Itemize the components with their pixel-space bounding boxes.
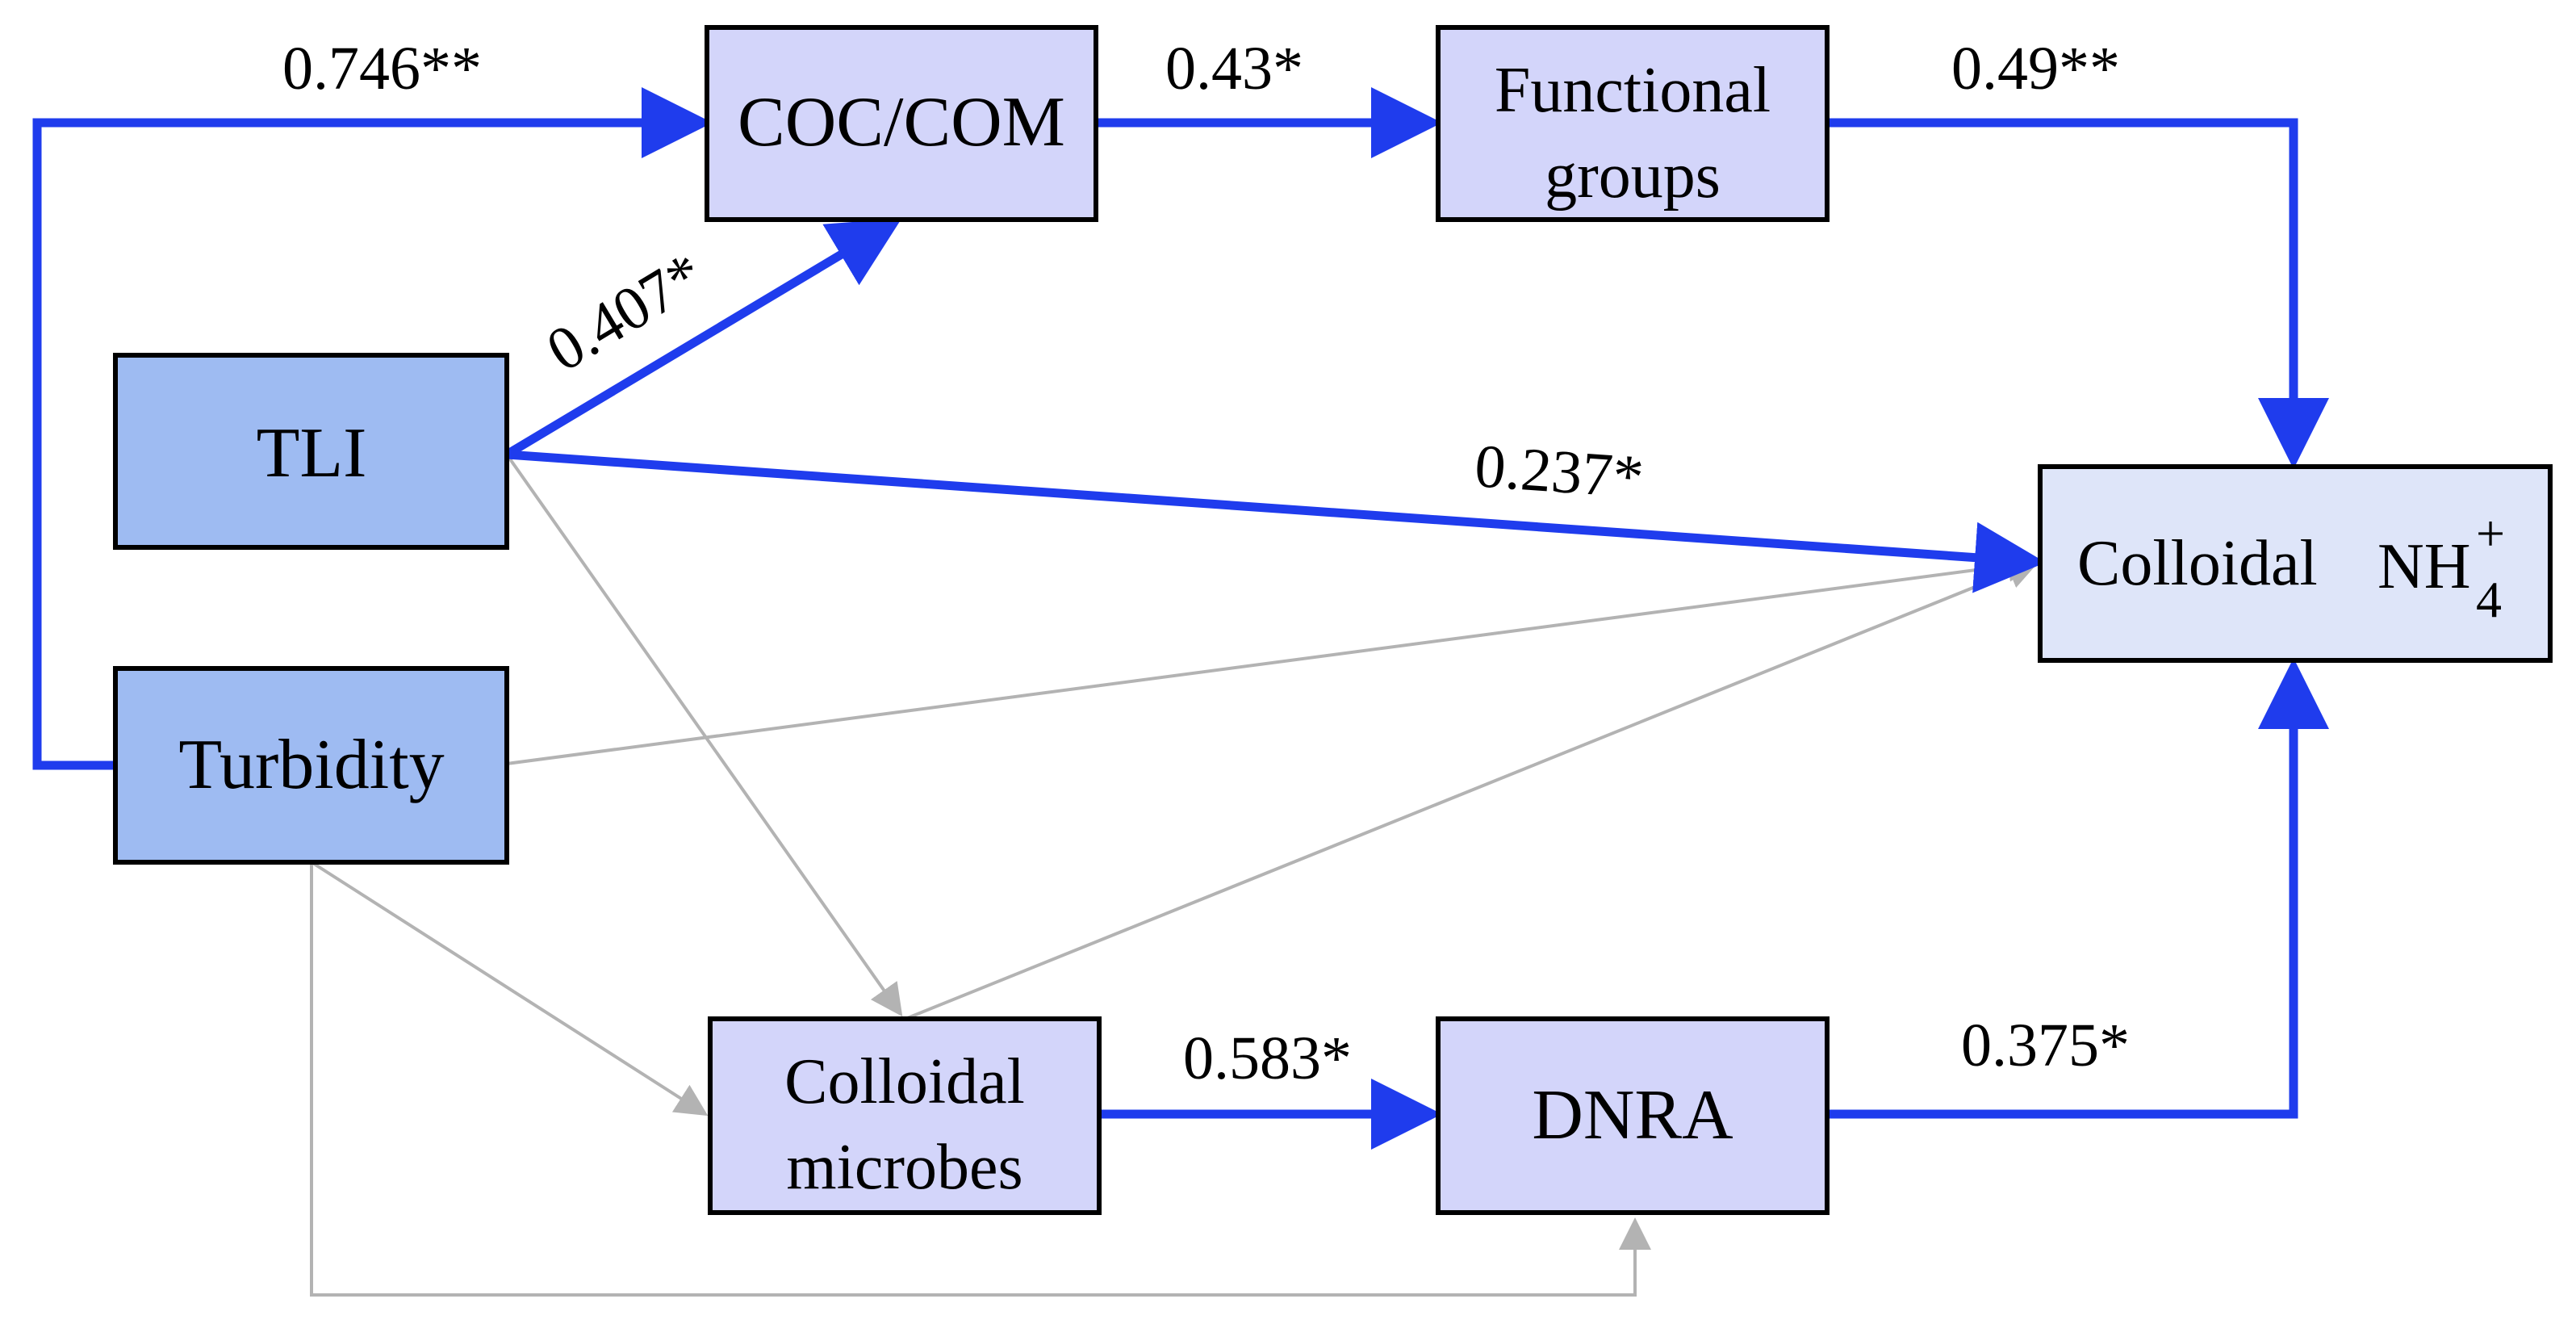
node-colloidal-nh4-word: Colloidal	[2077, 528, 2318, 599]
path-turbidity-to-microbes	[310, 861, 709, 1117]
nh4-chem-superscript: +	[2476, 505, 2505, 562]
node-functional-groups	[1436, 25, 1830, 222]
path-coefficients: 0.746** 0.43* 0.49** 0.407* 0.237* 0.583…	[282, 35, 2130, 1092]
node-tli-label: TLI	[257, 414, 367, 492]
node-colloidal-microbes	[708, 1016, 1102, 1215]
node-functional-groups-label-line1: Functional	[1495, 55, 1771, 126]
node-turbidity	[113, 666, 509, 865]
node-colloidal-nh4-label: Colloidal NH + 4	[2077, 505, 2505, 628]
path-turbidity-to-dnra	[310, 862, 1651, 1297]
path-microbes-to-nh4	[905, 557, 2040, 1020]
nh4-chem-base: NH	[2377, 531, 2471, 602]
coef-dnra-to-nh4: 0.375*	[1961, 1012, 2130, 1079]
coef-functional-to-nh4: 0.49**	[1951, 35, 2120, 103]
nonsignificant-paths	[310, 453, 2040, 1297]
path-turbidity-to-coc	[32, 87, 713, 770]
coef-tli-to-coc: 0.407*	[535, 240, 714, 385]
node-labels: COC/COM Functional groups TLI Turbidity …	[178, 55, 1771, 1203]
nodes	[113, 25, 2553, 1215]
coef-microbes-to-dnra: 0.583*	[1183, 1024, 1352, 1092]
significant-paths	[32, 87, 2329, 1150]
node-turbidity-label: Turbidity	[178, 726, 444, 804]
node-coc-com-label: COC/COM	[738, 83, 1065, 161]
node-dnra	[1436, 1016, 1830, 1215]
coef-coc-to-functional: 0.43*	[1165, 35, 1303, 103]
node-colloidal-nh4	[2038, 464, 2553, 663]
node-dnra-label: DNRA	[1532, 1076, 1733, 1154]
path-dnra-to-nh4	[1827, 658, 2329, 1119]
coef-tli-to-nh4: 0.237*	[1473, 432, 1646, 511]
path-functional-to-nh4	[1827, 118, 2329, 469]
coef-turbidity-to-coc: 0.746**	[282, 35, 482, 103]
node-coc-com	[705, 25, 1098, 222]
node-colloidal-microbes-label-line2: microbes	[786, 1132, 1022, 1203]
path-tli-to-microbes	[505, 453, 903, 1017]
path-turbidity-to-nh4	[506, 549, 2040, 765]
nh4-chem-subscript: 4	[2476, 571, 2502, 628]
path-tli-to-nh4	[506, 450, 2046, 593]
node-functional-groups-label-line2: groups	[1545, 140, 1721, 212]
node-colloidal-microbes-label-line1: Colloidal	[784, 1046, 1025, 1117]
path-tli-to-coc	[504, 218, 902, 459]
node-tli	[113, 353, 509, 550]
